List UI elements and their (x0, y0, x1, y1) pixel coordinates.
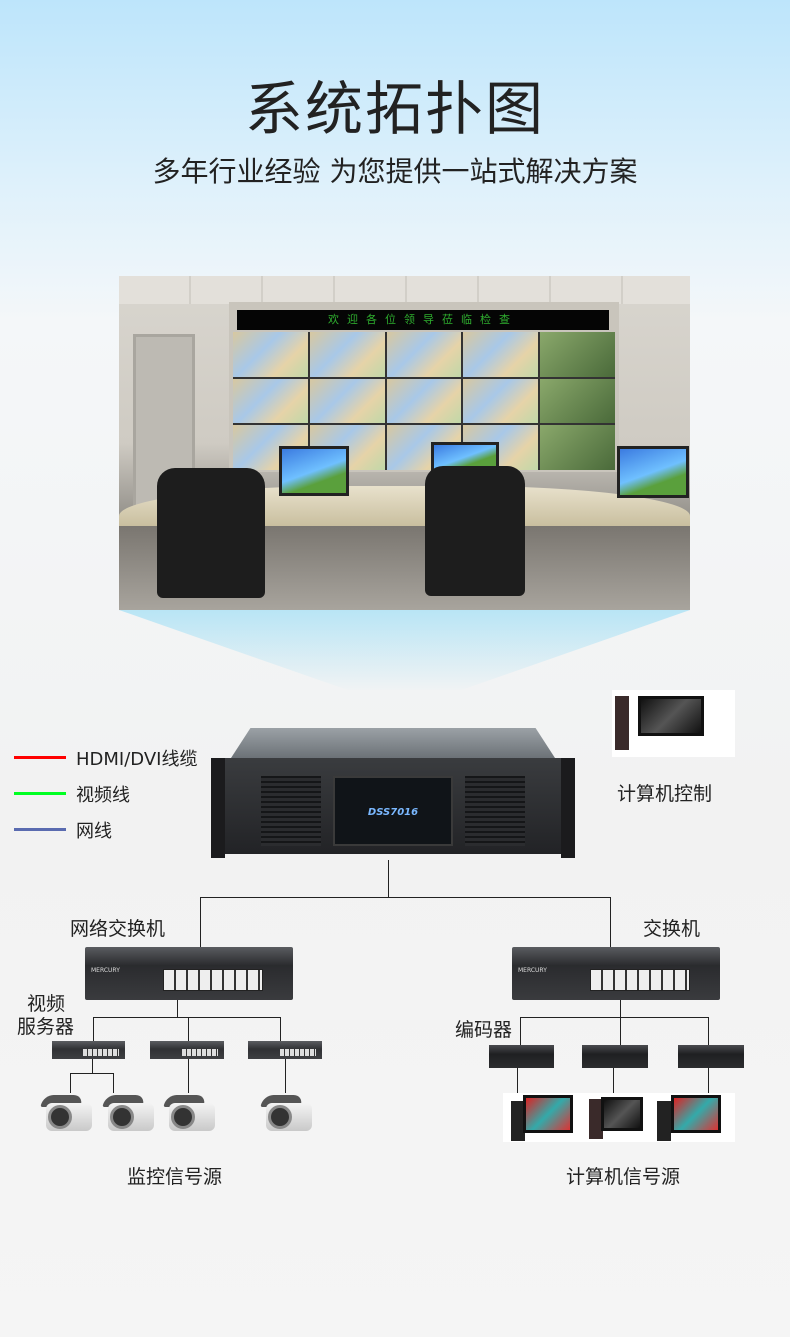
connector (70, 1073, 114, 1074)
office-chair (157, 468, 265, 598)
camera (260, 1093, 315, 1135)
connector (620, 1017, 621, 1045)
connector (200, 897, 201, 947)
encoder (582, 1045, 648, 1068)
camera (102, 1093, 157, 1135)
connector (708, 1017, 709, 1045)
legend-label-video: 视频线 (76, 785, 130, 806)
legend-line-hdmi (14, 756, 66, 759)
legend-label-network: 网线 (76, 821, 112, 842)
encoder (678, 1045, 744, 1068)
connector (388, 860, 389, 897)
camera (163, 1093, 218, 1135)
video-server-label-2: 服务器 (17, 1016, 75, 1038)
connector (620, 1000, 621, 1017)
connector (520, 1017, 709, 1018)
page-subtitle: 多年行业经验 为您提供一站式解决方案 (152, 155, 638, 188)
connector (285, 1059, 286, 1093)
computer-sources-image (503, 1093, 735, 1142)
connector (70, 1073, 71, 1093)
connector (280, 1017, 281, 1041)
connector (188, 1017, 189, 1041)
rack-ear (561, 758, 575, 858)
page-title: 系统拓扑图 (244, 75, 545, 143)
video-wall (233, 332, 615, 470)
switch: MERCURY (512, 947, 720, 1000)
projection-beam (119, 610, 690, 690)
connector (613, 1068, 614, 1093)
office-chair (425, 466, 525, 596)
connector (517, 1068, 518, 1093)
connector (708, 1068, 709, 1093)
computer-control-label: 计算机控制 (617, 783, 713, 805)
computer-source-label: 计算机信号源 (566, 1166, 681, 1188)
video-server (248, 1041, 322, 1059)
camera (40, 1093, 95, 1135)
encoder-label: 编码器 (455, 1019, 513, 1041)
network-switch-label: 网络交换机 (70, 918, 166, 940)
monitor (279, 446, 349, 496)
led-banner: 欢迎各位领导莅临检查 (237, 310, 609, 330)
switch-brand: MERCURY (91, 967, 120, 974)
device-top (231, 728, 555, 758)
computer-control-image (612, 690, 735, 757)
switch-brand: MERCURY (518, 967, 547, 974)
ceiling (119, 276, 690, 304)
device-screen: DSS7016 (333, 776, 453, 846)
connector (177, 1000, 178, 1017)
rack-ear (211, 758, 225, 858)
connector (520, 1017, 521, 1045)
vent (261, 776, 321, 846)
vent (465, 776, 525, 846)
connector (610, 897, 611, 947)
legend-line-network (14, 828, 66, 831)
encoder (489, 1045, 554, 1068)
connector (188, 1059, 189, 1093)
legend-line-video (14, 792, 66, 795)
connector (200, 897, 611, 898)
connector (92, 1059, 93, 1073)
switch-label: 交换机 (643, 918, 701, 940)
video-server (150, 1041, 224, 1059)
video-server (52, 1041, 125, 1059)
video-wall-controller: DSS7016 (211, 728, 575, 858)
network-switch: MERCURY (85, 947, 293, 1000)
connector (113, 1073, 114, 1093)
video-server-label-1: 视频 (27, 993, 66, 1015)
connector (93, 1017, 94, 1041)
legend-label-hdmi: HDMI/DVI线缆 (76, 749, 198, 770)
monitor-source-label: 监控信号源 (127, 1166, 223, 1188)
control-room-photo: 欢迎各位领导莅临检查 (119, 276, 690, 610)
monitor (617, 446, 689, 498)
connector (93, 1017, 281, 1018)
